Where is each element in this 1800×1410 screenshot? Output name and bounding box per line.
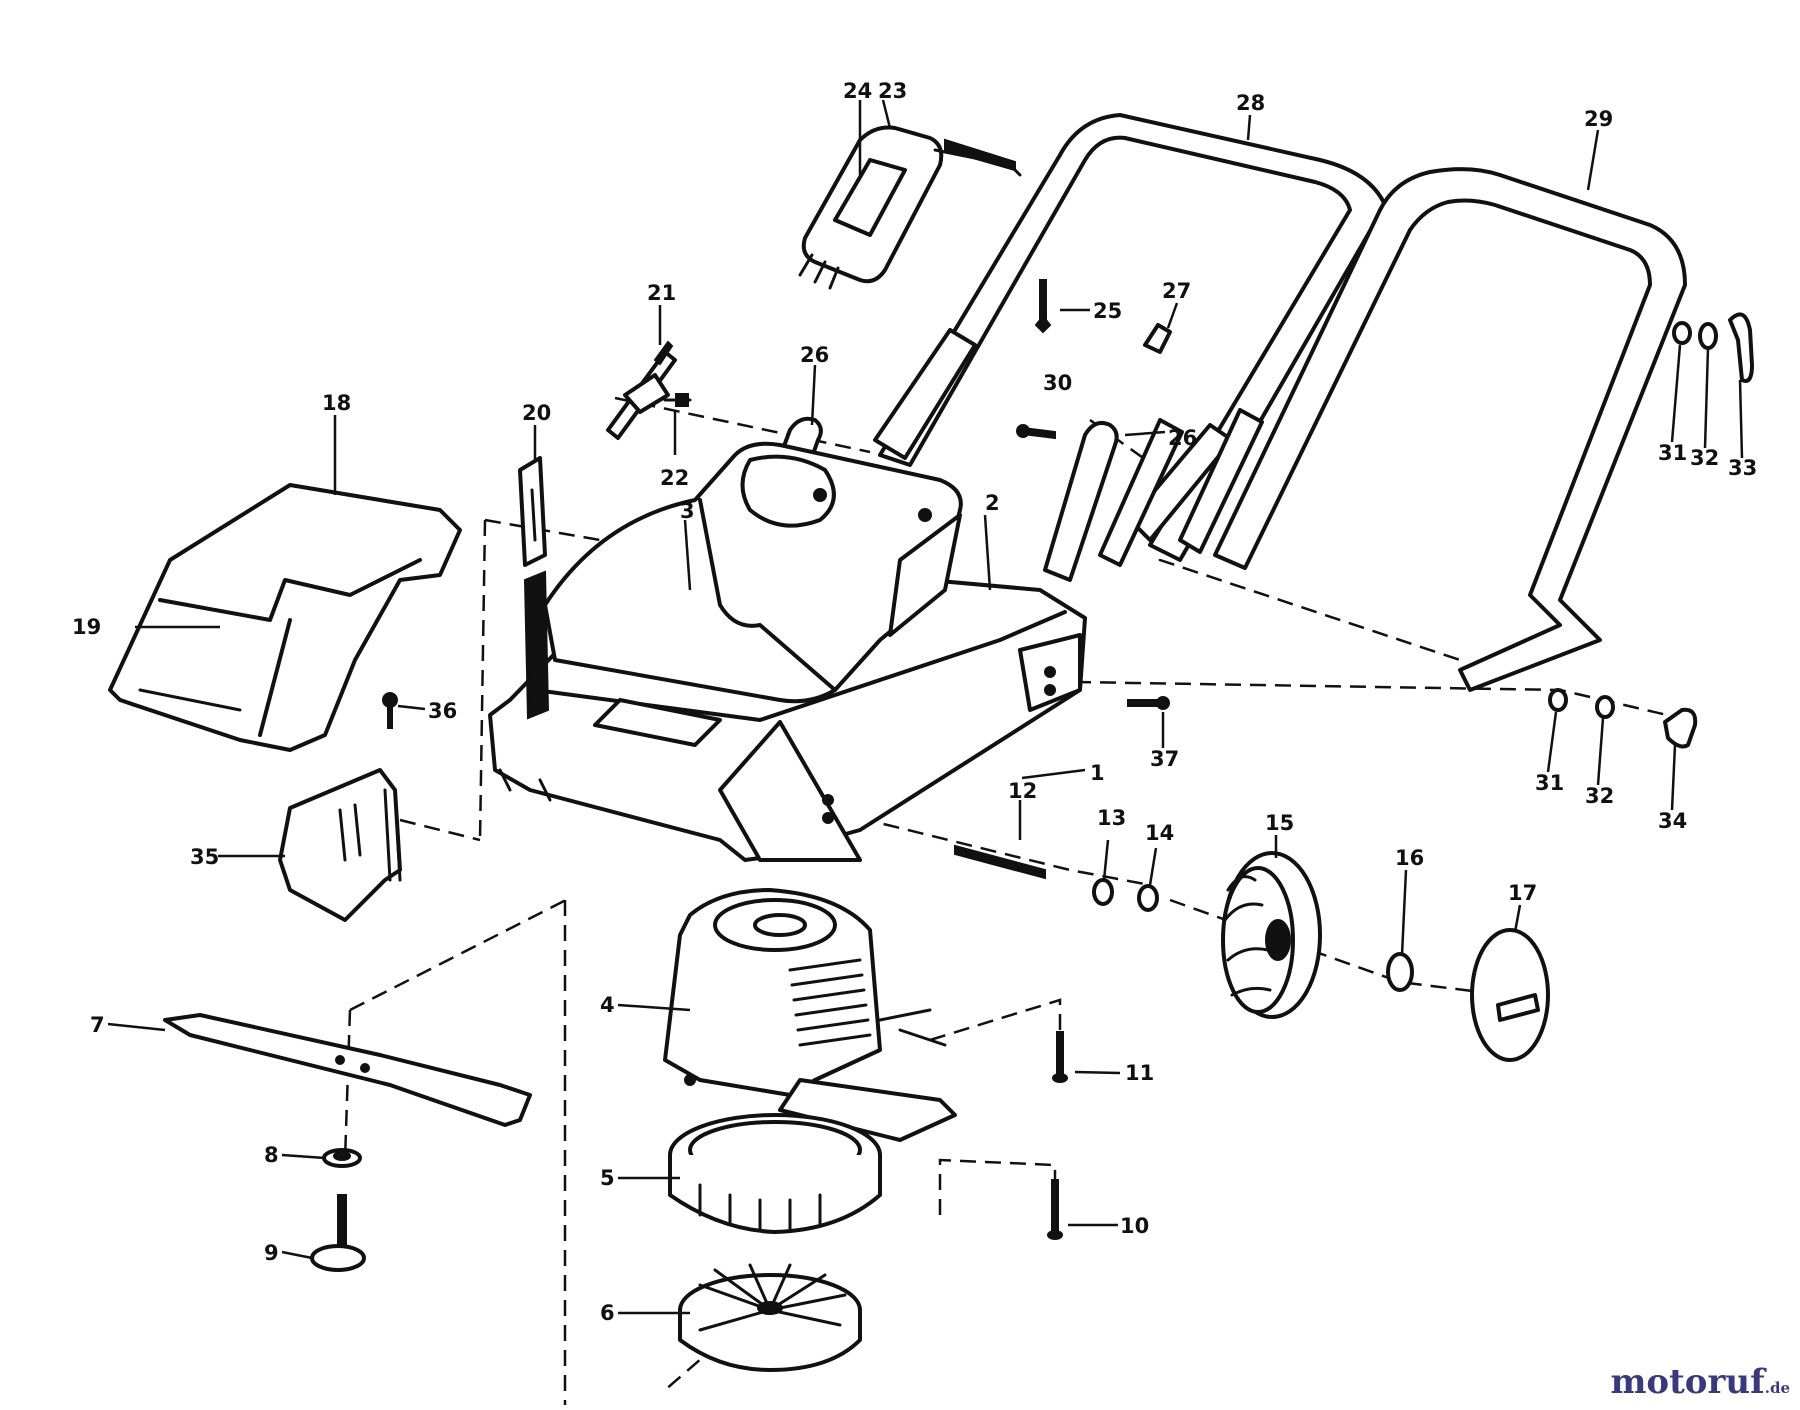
label-part-29: 29 — [1584, 107, 1613, 131]
label-part-5: 5 — [600, 1166, 615, 1190]
motor-hood — [523, 441, 963, 720]
label-part-12: 12 — [1008, 779, 1037, 803]
motor — [663, 888, 957, 1142]
label-part-37: 37 — [1150, 747, 1179, 771]
label-part-23: 23 — [878, 79, 907, 103]
bracket — [518, 456, 547, 567]
label-part-36: 36 — [428, 699, 457, 723]
switch-box — [798, 125, 1022, 290]
blade — [163, 1013, 532, 1127]
label-part-9: 9 — [264, 1241, 279, 1265]
label-part-8: 8 — [264, 1143, 279, 1167]
label-part-22: 22 — [660, 466, 689, 490]
label-part-20: 20 — [522, 401, 551, 425]
handle-fasteners — [1548, 312, 1754, 749]
label-part-25: 25 — [1093, 299, 1122, 323]
fan-housing — [668, 1113, 882, 1234]
label-part-16: 16 — [1395, 846, 1424, 870]
label-part-2: 2 — [985, 491, 1000, 515]
label-part-18: 18 — [322, 391, 351, 415]
site-watermark: motoruf.de — [1610, 1362, 1790, 1402]
clamp-knob — [606, 340, 692, 440]
label-part-26-left: 26 — [800, 343, 829, 367]
label-part-6: 6 — [600, 1301, 615, 1325]
rear-flap — [278, 692, 402, 922]
label-part-1: 1 — [1090, 761, 1105, 785]
handle-right — [1098, 167, 1687, 692]
label-part-32-top: 32 — [1690, 446, 1719, 470]
label-part-15: 15 — [1265, 811, 1294, 835]
label-part-4: 4 — [600, 993, 615, 1017]
label-part-19: 19 — [72, 615, 101, 639]
axle — [954, 844, 1046, 880]
label-part-14: 14 — [1145, 821, 1174, 845]
grass-catcher — [108, 483, 462, 752]
label-part-24: 24 — [843, 79, 872, 103]
label-part-31-bottom: 31 — [1535, 771, 1564, 795]
label-part-32-bottom: 32 — [1585, 784, 1614, 808]
blade-fasteners — [310, 1148, 366, 1272]
label-part-30: 30 — [1043, 371, 1072, 395]
part-labels: 1 2 3 4 5 6 7 8 9 10 11 12 13 14 15 16 1… — [72, 79, 1757, 1325]
screw-37 — [1127, 696, 1170, 710]
label-part-34: 34 — [1658, 809, 1687, 833]
label-part-35: 35 — [190, 845, 219, 869]
wheel-assembly — [1092, 851, 1550, 1062]
label-part-7: 7 — [90, 1013, 105, 1037]
fan — [678, 1263, 862, 1372]
label-part-27: 27 — [1162, 279, 1191, 303]
label-part-17: 17 — [1508, 881, 1537, 905]
label-part-11: 11 — [1125, 1061, 1154, 1085]
small-fasteners — [1016, 279, 1172, 440]
label-part-33: 33 — [1728, 456, 1757, 480]
label-part-26-right: 26 — [1168, 426, 1197, 450]
label-part-13: 13 — [1097, 806, 1126, 830]
label-part-31-top: 31 — [1658, 441, 1687, 465]
label-part-10: 10 — [1120, 1214, 1149, 1238]
motor-screws — [1047, 1031, 1068, 1240]
label-part-28: 28 — [1236, 91, 1265, 115]
label-part-21: 21 — [647, 281, 676, 305]
leader-lines — [107, 99, 1744, 1315]
label-part-3: 3 — [680, 499, 695, 523]
